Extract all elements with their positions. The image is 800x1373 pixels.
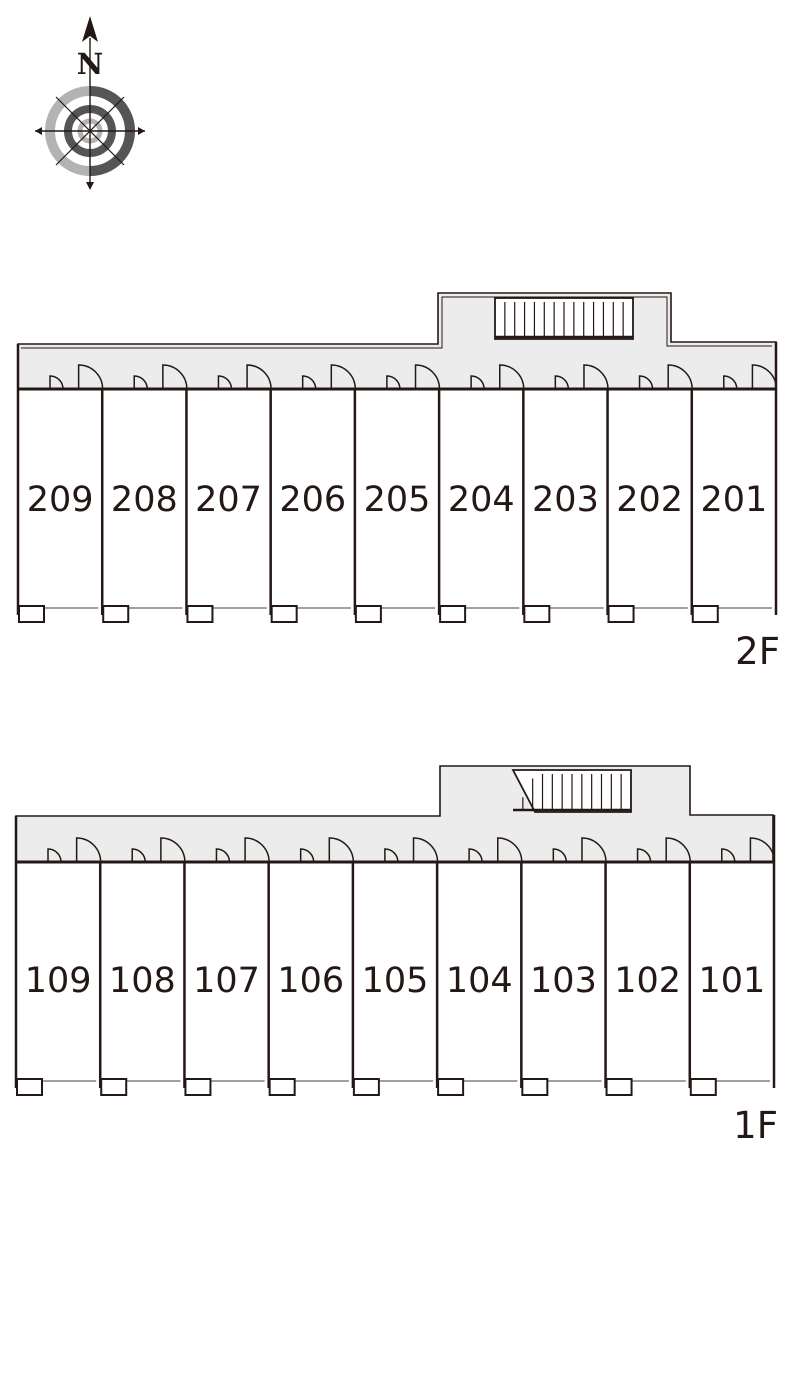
- room-102: 102: [604, 837, 691, 1096]
- room-number: 208: [111, 480, 178, 520]
- room-number: 201: [700, 480, 767, 520]
- room-209: 209: [18, 364, 104, 623]
- balcony-box: [270, 605, 298, 623]
- room-number: 205: [364, 480, 431, 520]
- balcony-box: [184, 1078, 212, 1096]
- door-icon: [215, 837, 270, 863]
- room-207: 207: [185, 364, 272, 623]
- door-icon: [47, 837, 102, 863]
- room-201: 201: [690, 364, 778, 623]
- door-icon: [131, 837, 186, 863]
- room-108: 108: [98, 837, 186, 1096]
- balcony-box: [16, 1078, 43, 1096]
- door-icon: [638, 364, 693, 390]
- room-206: 206: [269, 364, 357, 623]
- corridor: [17, 292, 777, 390]
- room-number: 106: [277, 961, 344, 1001]
- room-number: 206: [279, 480, 346, 520]
- room-107: 107: [183, 837, 270, 1096]
- room-number: 109: [25, 961, 92, 1001]
- door-icon: [636, 837, 691, 863]
- balcony-box: [186, 605, 214, 623]
- door-icon: [384, 837, 439, 863]
- room-number: 101: [698, 961, 765, 1001]
- room-103: 103: [520, 837, 607, 1096]
- door-icon: [554, 364, 609, 390]
- balcony-box: [439, 605, 467, 623]
- balcony-box: [521, 1078, 549, 1096]
- compass-rose-icon: N: [35, 16, 145, 190]
- room-104: 104: [435, 837, 523, 1096]
- room-204: 204: [437, 364, 525, 623]
- room-106: 106: [267, 837, 355, 1096]
- door-icon: [217, 364, 272, 390]
- room-number: 107: [193, 961, 260, 1001]
- room-number: 207: [195, 480, 262, 520]
- room-202: 202: [606, 364, 693, 623]
- room-number: 203: [532, 480, 599, 520]
- room-205: 205: [353, 364, 441, 623]
- corridor: [15, 765, 774, 863]
- balcony-box: [352, 1078, 380, 1096]
- door-icon: [470, 364, 525, 390]
- floor-label: 1F: [733, 1104, 778, 1147]
- door-icon: [49, 364, 104, 390]
- balcony-box: [605, 1078, 633, 1096]
- balcony-box: [607, 605, 635, 623]
- door-icon: [301, 364, 357, 390]
- room-number: 104: [446, 961, 513, 1001]
- room-109: 109: [16, 837, 102, 1096]
- room-203: 203: [522, 364, 609, 623]
- room-number: 204: [448, 480, 515, 520]
- room-number: 209: [27, 480, 94, 520]
- room-number: 202: [616, 480, 683, 520]
- staircase-icon: [511, 769, 632, 813]
- balcony-box: [523, 605, 551, 623]
- room-208: 208: [100, 364, 188, 623]
- balcony-box: [354, 605, 382, 623]
- balcony-box: [18, 605, 45, 623]
- door-icon: [552, 837, 607, 863]
- staircase-icon: [494, 297, 634, 340]
- floor-2f: 209 208 207 206 205 204 203 202 201 2F: [16, 292, 780, 673]
- balcony-box: [102, 605, 130, 623]
- room-101: 101: [688, 837, 776, 1096]
- room-number: 105: [362, 961, 429, 1001]
- balcony-box: [437, 1078, 465, 1096]
- door-icon: [386, 364, 441, 390]
- balcony-box: [691, 605, 719, 623]
- compass-north-label: N: [77, 47, 104, 81]
- balcony-box: [100, 1078, 128, 1096]
- room-number: 102: [614, 961, 681, 1001]
- floor-1f: 109 108 107 106 105 104 103 102 101 1F: [14, 765, 778, 1147]
- balcony-box: [268, 1078, 296, 1096]
- door-icon: [299, 837, 355, 863]
- room-number: 108: [109, 961, 176, 1001]
- floor-label: 2F: [735, 630, 780, 673]
- balcony-box: [689, 1078, 717, 1096]
- door-icon: [468, 837, 523, 863]
- room-number: 103: [530, 961, 597, 1001]
- room-105: 105: [351, 837, 439, 1096]
- door-icon: [133, 364, 188, 390]
